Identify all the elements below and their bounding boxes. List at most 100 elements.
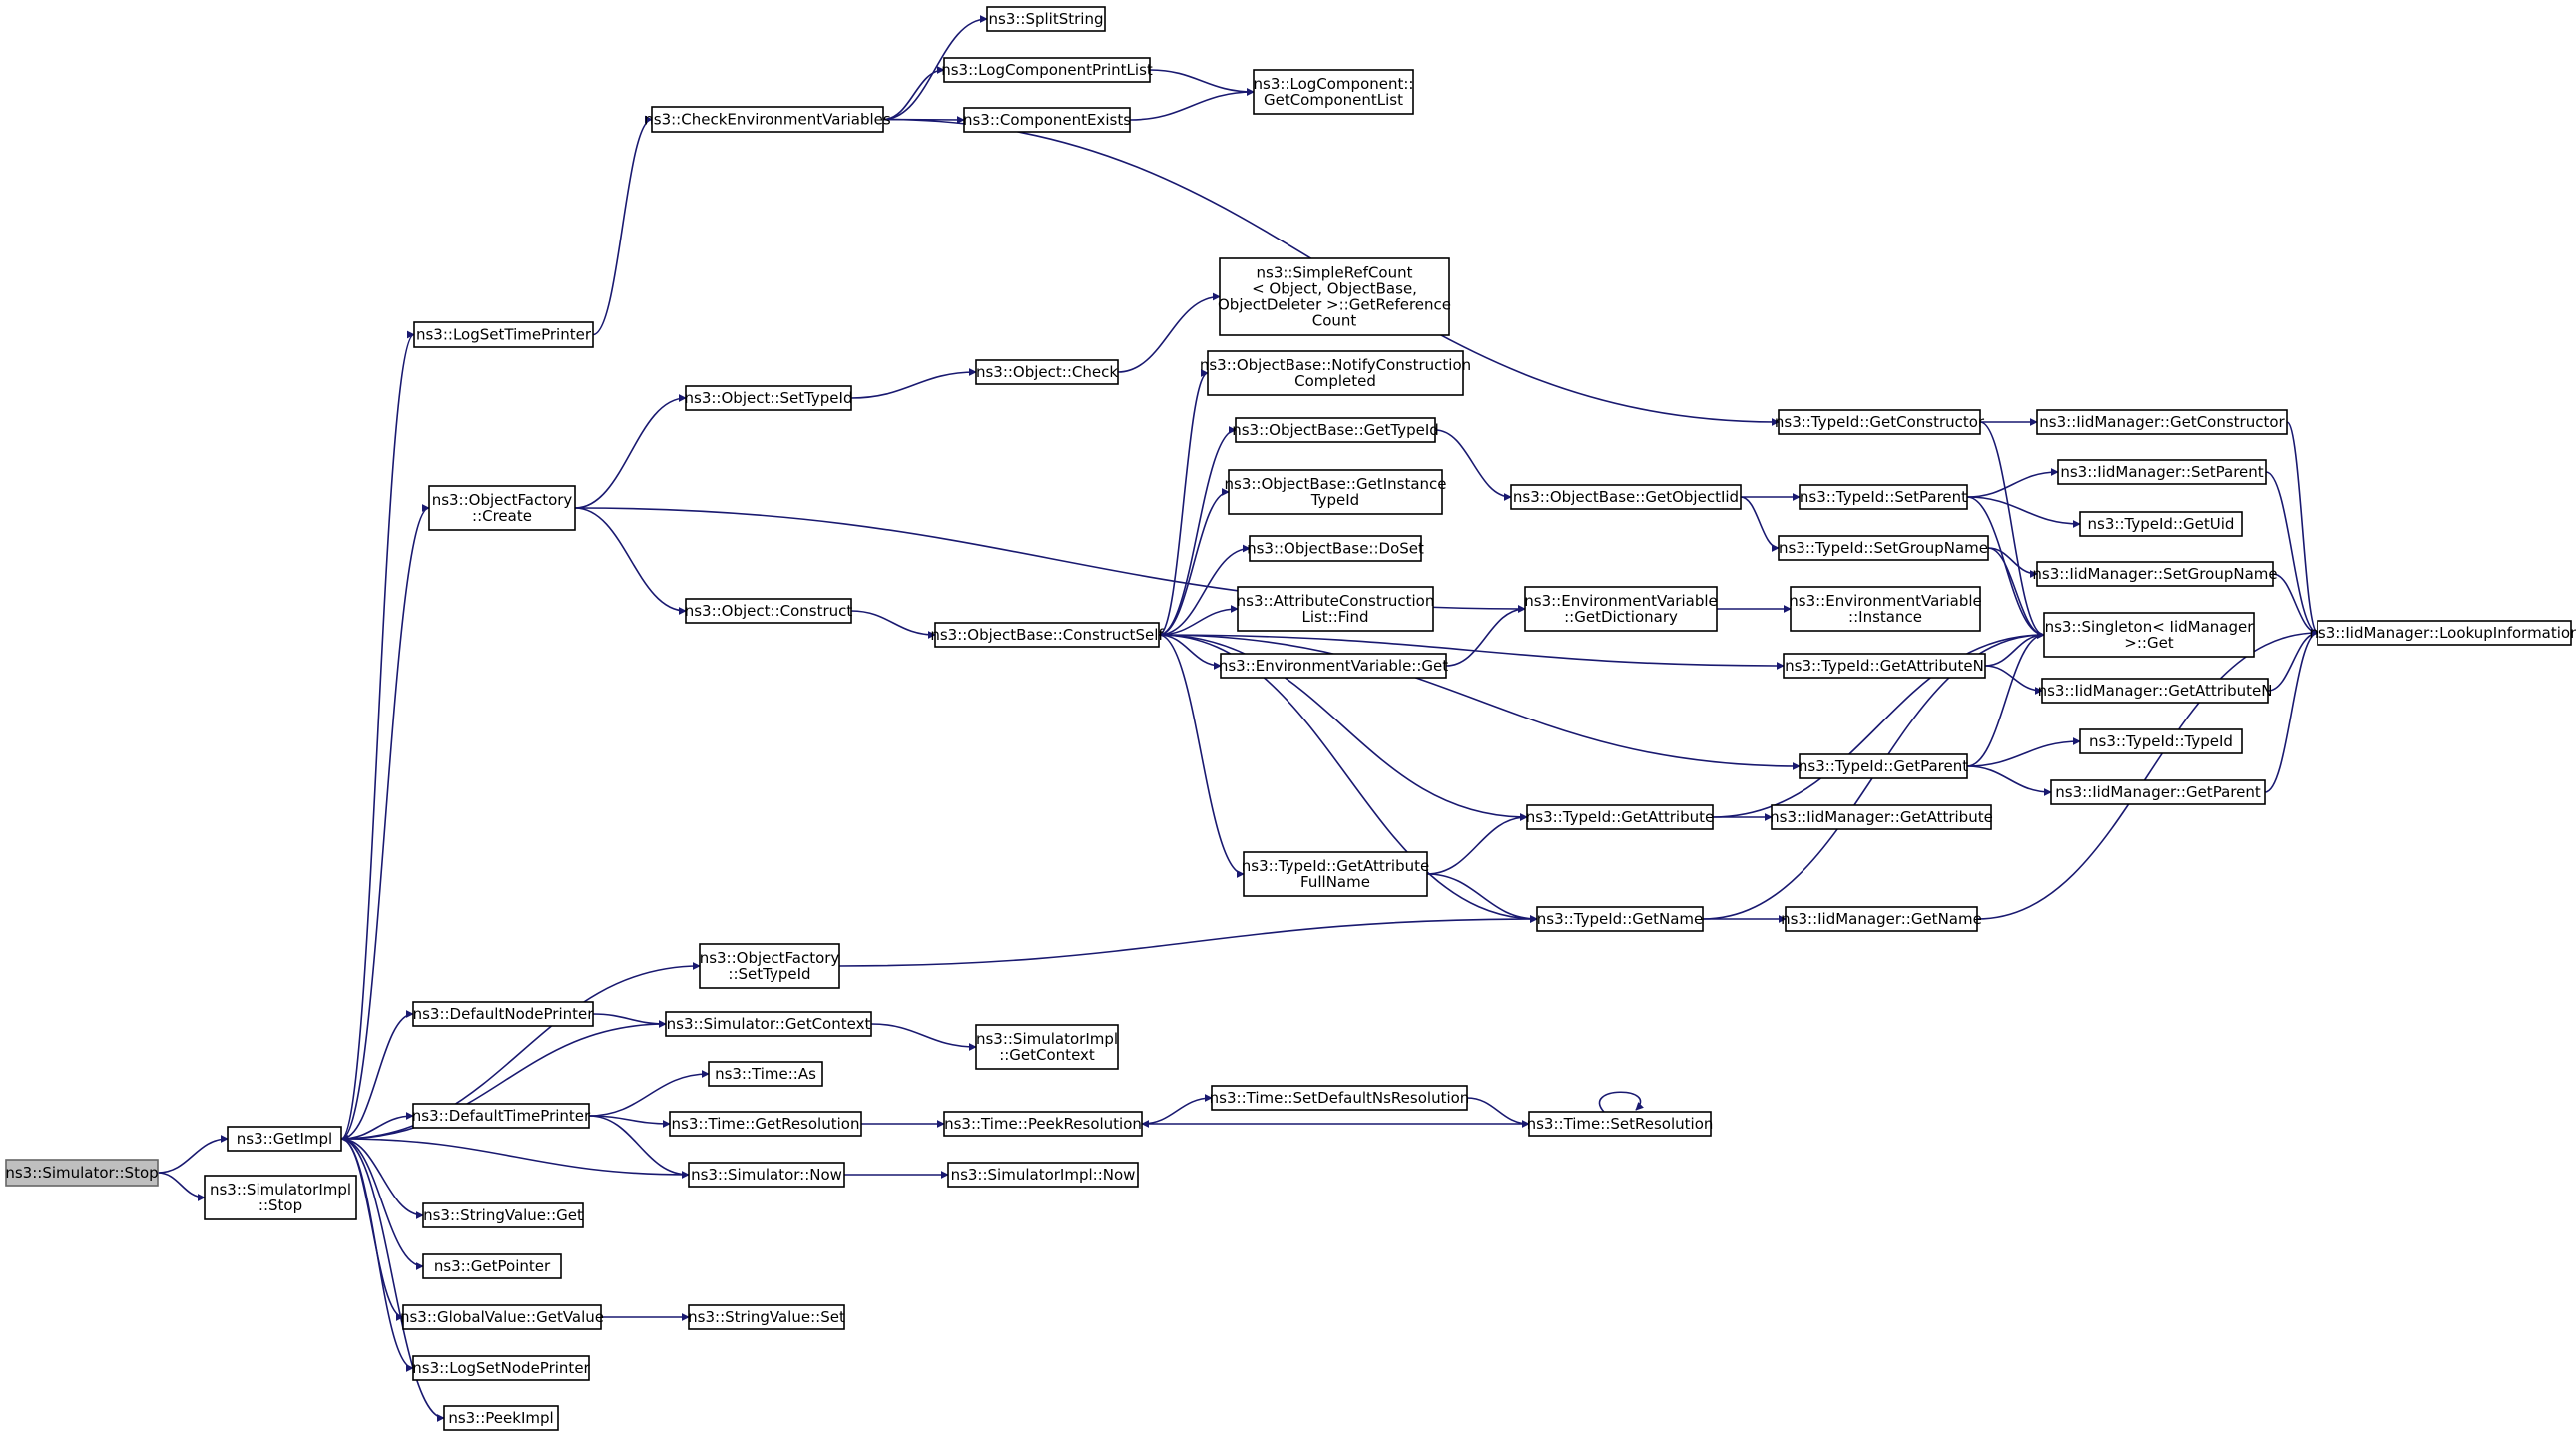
graph-node-iid-getname[interactable]: ns3::IidManager::GetName — [1781, 906, 1982, 932]
graph-node-singleton-get[interactable]: ns3::Singleton< IidManager>::Get — [2043, 612, 2255, 658]
graph-node-globalvalue-getvalue[interactable]: ns3::GlobalValue::GetValue — [400, 1304, 604, 1330]
graph-node-ob-gettypeid[interactable]: ns3::ObjectBase::GetTypeId — [1232, 417, 1439, 443]
edge-getimpl-to-logsettimeprinter — [340, 330, 415, 1140]
graph-node-envvar-getdict[interactable]: ns3::EnvironmentVariable::GetDictionary — [1524, 586, 1718, 632]
graph-node-tid-setparent[interactable]: ns3::TypeId::SetParent — [1799, 484, 1968, 510]
graph-node-objfactory-create[interactable]: ns3::ObjectFactory::Create — [428, 485, 576, 531]
graph-node-tid-typeid[interactable]: ns3::TypeId::TypeId — [2079, 728, 2243, 754]
edge-tid_getattrfullname-to-tid_getattribute — [1426, 813, 1528, 875]
node-box — [1219, 257, 1450, 336]
edge-ob_getobjectiid-to-tid_setgroupname — [1740, 496, 1780, 552]
graph-node-notifyconstruction[interactable]: ns3::ObjectBase::NotifyConstructionCompl… — [1200, 350, 1471, 396]
graph-node-simimpl-stop[interactable]: ns3::SimulatorImpl::Stop — [204, 1175, 357, 1220]
graph-node-time-peekresolution[interactable]: ns3::Time::PeekResolution — [943, 1111, 1143, 1137]
graph-node-tid-getattributen[interactable]: ns3::TypeId::GetAttributeN — [1783, 653, 1986, 679]
node-box — [975, 359, 1119, 385]
graph-node-obj-settypeid[interactable]: ns3::Object::SetTypeId — [685, 385, 853, 411]
node-label: ns3::GlobalValue::GetValue — [400, 1308, 604, 1326]
graph-node-simimpl-getcontext[interactable]: ns3::SimulatorImpl::GetContext — [975, 1024, 1119, 1070]
graph-node-getimpl[interactable]: ns3::GetImpl — [227, 1126, 342, 1152]
edge-getimpl-to-lognodeprinter — [340, 1138, 414, 1372]
graph-node-tid-getparent[interactable]: ns3::TypeId::GetParent — [1799, 753, 1968, 779]
graph-node-sim-getcontext[interactable]: ns3::Simulator::GetContext — [665, 1011, 872, 1037]
graph-node-defaultnodeprinter[interactable]: ns3::DefaultNodePrinter — [412, 1001, 595, 1027]
graph-node-logsettimeprinter[interactable]: ns3::LogSetTimePrinter — [413, 321, 594, 348]
graph-node-ob-doset[interactable]: ns3::ObjectBase::DoSet — [1247, 535, 1424, 562]
node-label: ns3::SimulatorImpl — [976, 1030, 1118, 1048]
edge-line — [1966, 496, 2081, 528]
graph-node-iid-getattributen[interactable]: ns3::IidManager::GetAttributeN — [2038, 678, 2273, 704]
node-label: ns3::Simulator::Now — [691, 1166, 842, 1184]
node-box — [1228, 469, 1443, 515]
graph-node-iid-getparent[interactable]: ns3::IidManager::GetParent — [2050, 779, 2266, 805]
graph-node-ob-getobjectiid[interactable]: ns3::ObjectBase::GetObjectIid — [1510, 484, 1742, 510]
graph-node-peekimpl[interactable]: ns3::PeekImpl — [443, 1405, 559, 1431]
edge-line — [340, 504, 430, 1140]
node-label: Completed — [1294, 372, 1376, 390]
node-label: ns3::IidManager::SetGroupName — [2032, 565, 2277, 583]
graph-node-time-as[interactable]: ns3::Time::As — [708, 1061, 823, 1087]
graph-node-tid-getattribute[interactable]: ns3::TypeId::GetAttribute — [1526, 804, 1714, 830]
graph-node-simimpl-now[interactable]: ns3::SimulatorImpl::Now — [947, 1162, 1139, 1188]
graph-node-iid-setgroupname[interactable]: ns3::IidManager::SetGroupName — [2032, 561, 2278, 587]
edge-checkenv-to-splitstring — [882, 15, 988, 121]
graph-node-defaulttimeprinter[interactable]: ns3::DefaultTimePrinter — [412, 1103, 591, 1129]
edge-line — [1158, 369, 1209, 636]
edge-line — [1158, 634, 1785, 670]
graph-node-simplerefcount[interactable]: ns3::SimpleRefCount< Object, ObjectBase,… — [1218, 257, 1451, 336]
node-label: ns3::ObjectBase::GetTypeId — [1232, 421, 1439, 439]
graph-node-stringvalue-set[interactable]: ns3::StringValue::Set — [688, 1304, 845, 1330]
edge-getimpl-to-objfactory_settypeid — [340, 962, 701, 1140]
node-box — [422, 1253, 562, 1279]
graph-node-stop[interactable]: ns3::Simulator::Stop — [5, 1159, 159, 1187]
graph-node-iid-getattribute[interactable]: ns3::IidManager::GetAttribute — [1770, 804, 1993, 830]
graph-node-logcompprintlist[interactable]: ns3::LogComponentPrintList — [941, 57, 1153, 83]
node-label: ns3::Time::SetResolution — [1527, 1115, 1714, 1133]
node-box — [1785, 906, 1978, 932]
edge-time_setresolution-to-time_setresolution — [1598, 1091, 1644, 1113]
node-label: ns3::LogSetTimePrinter — [416, 326, 592, 344]
node-box — [2050, 779, 2266, 805]
graph-node-objfactory-settypeid[interactable]: ns3::ObjectFactory::SetTypeId — [699, 943, 840, 989]
graph-node-constructself[interactable]: ns3::ObjectBase::ConstructSelf — [930, 622, 1164, 648]
graph-node-time-setdefaultns[interactable]: ns3::Time::SetDefaultNsResolution — [1210, 1085, 1470, 1111]
edge-constructself-to-tid_getattributen — [1158, 634, 1785, 670]
edge-compexists-to-getcomplist — [1129, 88, 1255, 121]
graph-node-tid-getconstructor[interactable]: ns3::TypeId::GetConstructor — [1775, 409, 1985, 435]
edge-line — [850, 368, 977, 399]
graph-node-iid-lookup[interactable]: ns3::IidManager::LookupInformation — [2309, 620, 2576, 646]
edge-line — [1149, 69, 1255, 96]
node-label: ns3::IidManager::SetParent — [2060, 463, 2263, 481]
graph-node-compexists[interactable]: ns3::ComponentExists — [963, 107, 1131, 133]
graph-node-time-getresolution[interactable]: ns3::Time::GetResolution — [669, 1111, 862, 1137]
node-label: ::SetTypeId — [728, 965, 810, 983]
graph-node-tid-setgroupname[interactable]: ns3::TypeId::SetGroupName — [1778, 535, 1989, 561]
node-box — [947, 1162, 1139, 1188]
edge-tid_setgroupname-to-iid_setgroupname — [1987, 547, 2038, 578]
edge-objfactory_create-to-obj_settypeid — [574, 394, 687, 509]
graph-node-envvar-get[interactable]: ns3::EnvironmentVariable::Get — [1219, 653, 1448, 679]
graph-node-sim-now[interactable]: ns3::Simulator::Now — [688, 1162, 845, 1188]
node-box — [1778, 535, 1989, 561]
graph-node-lognodeprinter[interactable]: ns3::LogSetNodePrinter — [412, 1355, 591, 1381]
graph-node-envvar-instance[interactable]: ns3::EnvironmentVariable::Instance — [1789, 586, 1982, 632]
graph-node-tid-getname[interactable]: ns3::TypeId::GetName — [1536, 906, 1704, 932]
graph-node-time-setresolution[interactable]: ns3::Time::SetResolution — [1527, 1111, 1714, 1137]
graph-node-getcomplist[interactable]: ns3::LogComponent::GetComponentList — [1253, 69, 1414, 115]
graph-node-getpointer[interactable]: ns3::GetPointer — [422, 1253, 562, 1279]
node-box — [975, 1024, 1119, 1070]
graph-node-obj-check[interactable]: ns3::Object::Check — [975, 359, 1119, 385]
graph-node-tid-getuid[interactable]: ns3::TypeId::GetUid — [2079, 511, 2243, 537]
node-label: ns3::CheckEnvironmentVariables — [644, 111, 891, 129]
graph-node-checkenv[interactable]: ns3::CheckEnvironmentVariables — [644, 106, 891, 133]
graph-node-obj-construct[interactable]: ns3::Object::Construct — [685, 598, 853, 624]
graph-node-iid-getconstructor[interactable]: ns3::IidManager::GetConstructor — [2036, 409, 2288, 435]
graph-node-iid-setparent[interactable]: ns3::IidManager::SetParent — [2057, 459, 2267, 485]
graph-node-stringvalue-get[interactable]: ns3::StringValue::Get — [422, 1202, 584, 1228]
node-label: ns3::Time::SetDefaultNsResolution — [1210, 1089, 1470, 1107]
edge-constructself-to-ob_doset — [1158, 544, 1251, 636]
graph-node-splitstring[interactable]: ns3::SplitString — [986, 6, 1106, 32]
